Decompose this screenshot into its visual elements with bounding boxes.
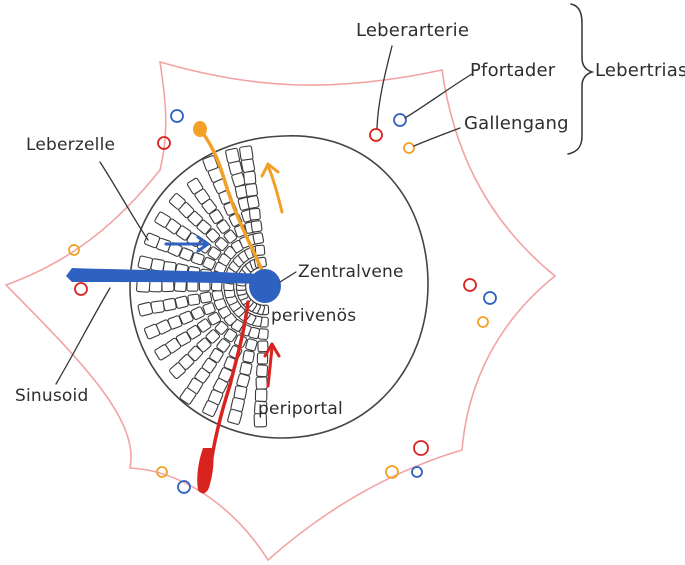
triad-bile-bottomleft [156,466,168,478]
leader-leberarterie [376,45,393,129]
hepatocyte-cell [162,297,177,312]
hepatocyte-cell [216,338,231,353]
triad-artery-left [74,282,88,296]
artery-end [197,448,214,494]
leader-sinusoid [55,287,111,385]
triad-artery-right [463,278,477,292]
label-gallengang: Gallengang [464,113,569,134]
hepatocyte-cell [227,408,243,425]
leader-lines [55,45,473,385]
hepatocyte-cell [216,219,231,234]
label-leberarterie: Leberarterie [356,20,470,41]
triad-artery-topright [369,128,383,142]
hepatocyte-cell [205,228,221,243]
hepatocyte-cell [169,362,186,379]
hepatocyte-cell [179,310,194,325]
triad-artery-topleft [157,136,171,150]
lobule-outline [4,60,557,562]
triad-vein-bottomleft [177,480,191,494]
hepatocyte-cell [244,183,258,197]
hepatocyte-cell [255,364,269,378]
hepatocyte-cell [187,293,201,306]
hepatocyte-cell [186,177,204,195]
hepatocyte-cell [207,246,222,260]
hepatocyte-cell [254,244,266,256]
leader-gallengang [413,127,461,147]
triad-vein-right [483,291,497,305]
artery-line [208,300,250,472]
hepatocyte-cell [190,252,205,266]
arrow-up-icon [263,342,281,388]
hepatocyte-cell [223,229,238,244]
hepatocyte-cell [242,350,255,364]
triad-bile-left [68,244,80,256]
label-perivenoes: perivenös [271,306,357,326]
hepatocyte-cell [223,328,238,343]
hepatocyte-cell [143,323,161,340]
hepatocyte-cell [202,302,216,316]
triad-bile-right [477,316,489,328]
hepatocyte-cell [225,147,241,164]
central-vein [249,269,281,303]
leader-zentralvene [279,271,297,283]
hepatocyte-cell [154,344,172,361]
hepatocyte-cells [135,145,270,428]
hepatocyte-cell [207,312,222,326]
hepatocyte-cell [174,295,189,309]
hepatocyte-cell [186,324,202,340]
hepatocyte-cell [245,338,258,352]
hepatocyte-cell [239,145,254,161]
hepatocyte-cell [137,301,154,317]
hepatocyte-cell [209,348,224,363]
hepatocyte-cell [199,291,213,304]
leader-pfortader [404,73,473,119]
hepatocyte-cell [250,220,263,233]
leader-leberzelle [99,161,149,241]
triad-bile-bottomright [385,465,399,479]
triad-artery-bottomright [413,440,429,456]
arrow-right-icon [164,235,210,253]
bile-duct-line [200,130,264,272]
hepatocyte-cell [179,387,197,405]
curly-brace-icon [567,3,595,155]
hepatocyte-cell [202,400,219,418]
triad-bile-topright [403,142,415,154]
hepatocyte-cell [248,207,261,221]
label-pfortader: Pfortader [470,60,556,81]
label-zentralvene: Zentralvene [298,262,404,282]
hepatocyte-cell [190,306,205,321]
hepatocyte-cell [205,329,221,344]
hepatocyte-cell [257,340,269,353]
hepatocyte-cell [246,195,260,209]
hepatocyte-cell [253,412,268,428]
triad-vein-topleft [170,109,184,123]
hepatocyte-cell [202,256,216,270]
hepatocyte-cell [243,170,257,185]
label-sinusoid: Sinusoid [15,386,89,406]
label-periportal: periportal [258,399,343,419]
hepatocyte-cell [202,155,219,172]
triad-vein-topright [393,113,407,127]
hepatocyte-cell [255,376,268,390]
hepatocyte-cell [197,318,212,333]
portal-vein-line [66,268,262,284]
hepatocyte-cell [137,255,153,271]
hepatocyte-cell [154,211,171,228]
hepatocyte-cell [214,237,229,252]
label-lebertrias: Lebertrias [595,60,685,81]
bile-duct-end [193,121,207,137]
triad-vein-bottomright [411,466,423,478]
hepatocyte-cell [168,193,186,210]
arrow-up-icon [260,162,284,214]
hepatocyte-cell [179,247,194,262]
label-leberzelle: Leberzelle [26,135,116,155]
hepatocyte-cell [209,209,224,225]
portal-triads [68,109,497,494]
hepatocyte-cell [252,232,265,245]
hepatocyte-cell [214,320,229,335]
